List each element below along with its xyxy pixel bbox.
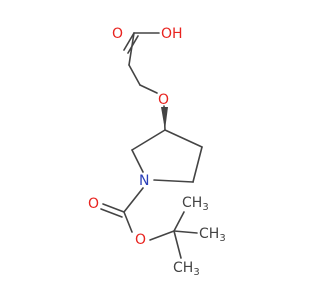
bond-acid-ch2b (128, 64, 141, 86)
atom-labels: O OH O N O O CH3 CH3 CH3 (88, 26, 226, 278)
methyl-3-sub: 3 (193, 267, 199, 278)
bond-c4-c3 (164, 129, 203, 148)
bonds (100, 32, 203, 259)
methyl-label-2: CH3 (199, 226, 226, 244)
bond-tbu-me2 (173, 230, 198, 234)
stereo-wedge-bond (161, 107, 168, 130)
bond-n-carbamate (123, 187, 144, 213)
methyl-1-sub: 3 (202, 202, 208, 213)
bond-c3-c2 (131, 129, 166, 151)
methyl-2-ch: CH (199, 226, 219, 242)
atom-o-ether: O (158, 92, 169, 108)
bond-c5-c4 (192, 146, 203, 183)
atom-o-carbonyl: O (112, 26, 123, 42)
atom-oh: OH (161, 26, 183, 42)
bond-ch2-ether (139, 84, 158, 94)
atom-o-carbamate-carbonyl: O (88, 196, 99, 212)
bond-tbu-me3 (173, 230, 182, 259)
structure-canvas: O OH O N O O CH3 CH3 CH3 (88, 26, 226, 278)
methyl-3-ch: CH (173, 260, 193, 276)
methyl-2-sub: 3 (219, 233, 225, 244)
atom-o-ester: O (135, 232, 146, 248)
bond-n-c5 (153, 179, 194, 183)
atom-n-ring: N (139, 173, 149, 189)
methyl-label-3: CH3 (173, 260, 200, 278)
bond-tbu-me1 (173, 211, 185, 232)
bond-acid-ch2 (128, 32, 135, 66)
methyl-1-ch: CH (182, 195, 202, 211)
bond-c2-n (131, 149, 144, 173)
molecule-diagram: O OH O N O O CH3 CH3 CH3 (88, 26, 226, 278)
bond-carbamate-carbonyl (102, 203, 125, 213)
bond-acid-carbonyl (123, 32, 135, 51)
bond-ester-tbu (149, 230, 175, 241)
bond-carbamate-carbonyl (100, 208, 123, 218)
bond-carbamate-ester (123, 211, 133, 233)
methyl-label-1: CH3 (182, 195, 209, 213)
